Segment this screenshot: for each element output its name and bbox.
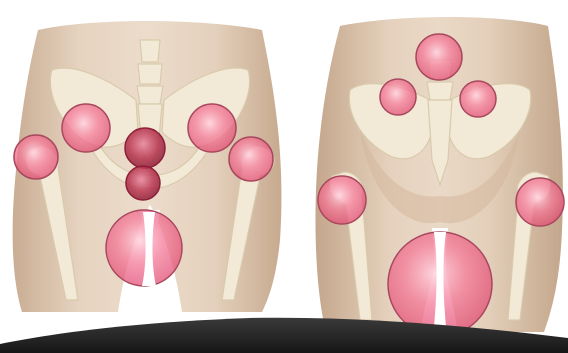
back-view-figure (315, 17, 564, 336)
front-pain-pubic-upper (125, 128, 165, 168)
front-pain-right-hip (229, 137, 273, 181)
back-pain-right-hip (516, 178, 564, 226)
front-pain-pubic-lower (126, 166, 160, 200)
front-pain-left-hip (14, 135, 58, 179)
back-pain-right-sacroiliac (460, 81, 496, 117)
back-pain-left-hip (318, 176, 366, 224)
front-pain-left-groin (62, 104, 110, 152)
front-pain-right-groin (188, 104, 236, 152)
back-pain-left-sacroiliac (380, 79, 416, 115)
front-spine (137, 40, 163, 104)
front-view-figure (13, 21, 282, 312)
back-pain-lower-spine (416, 34, 462, 80)
